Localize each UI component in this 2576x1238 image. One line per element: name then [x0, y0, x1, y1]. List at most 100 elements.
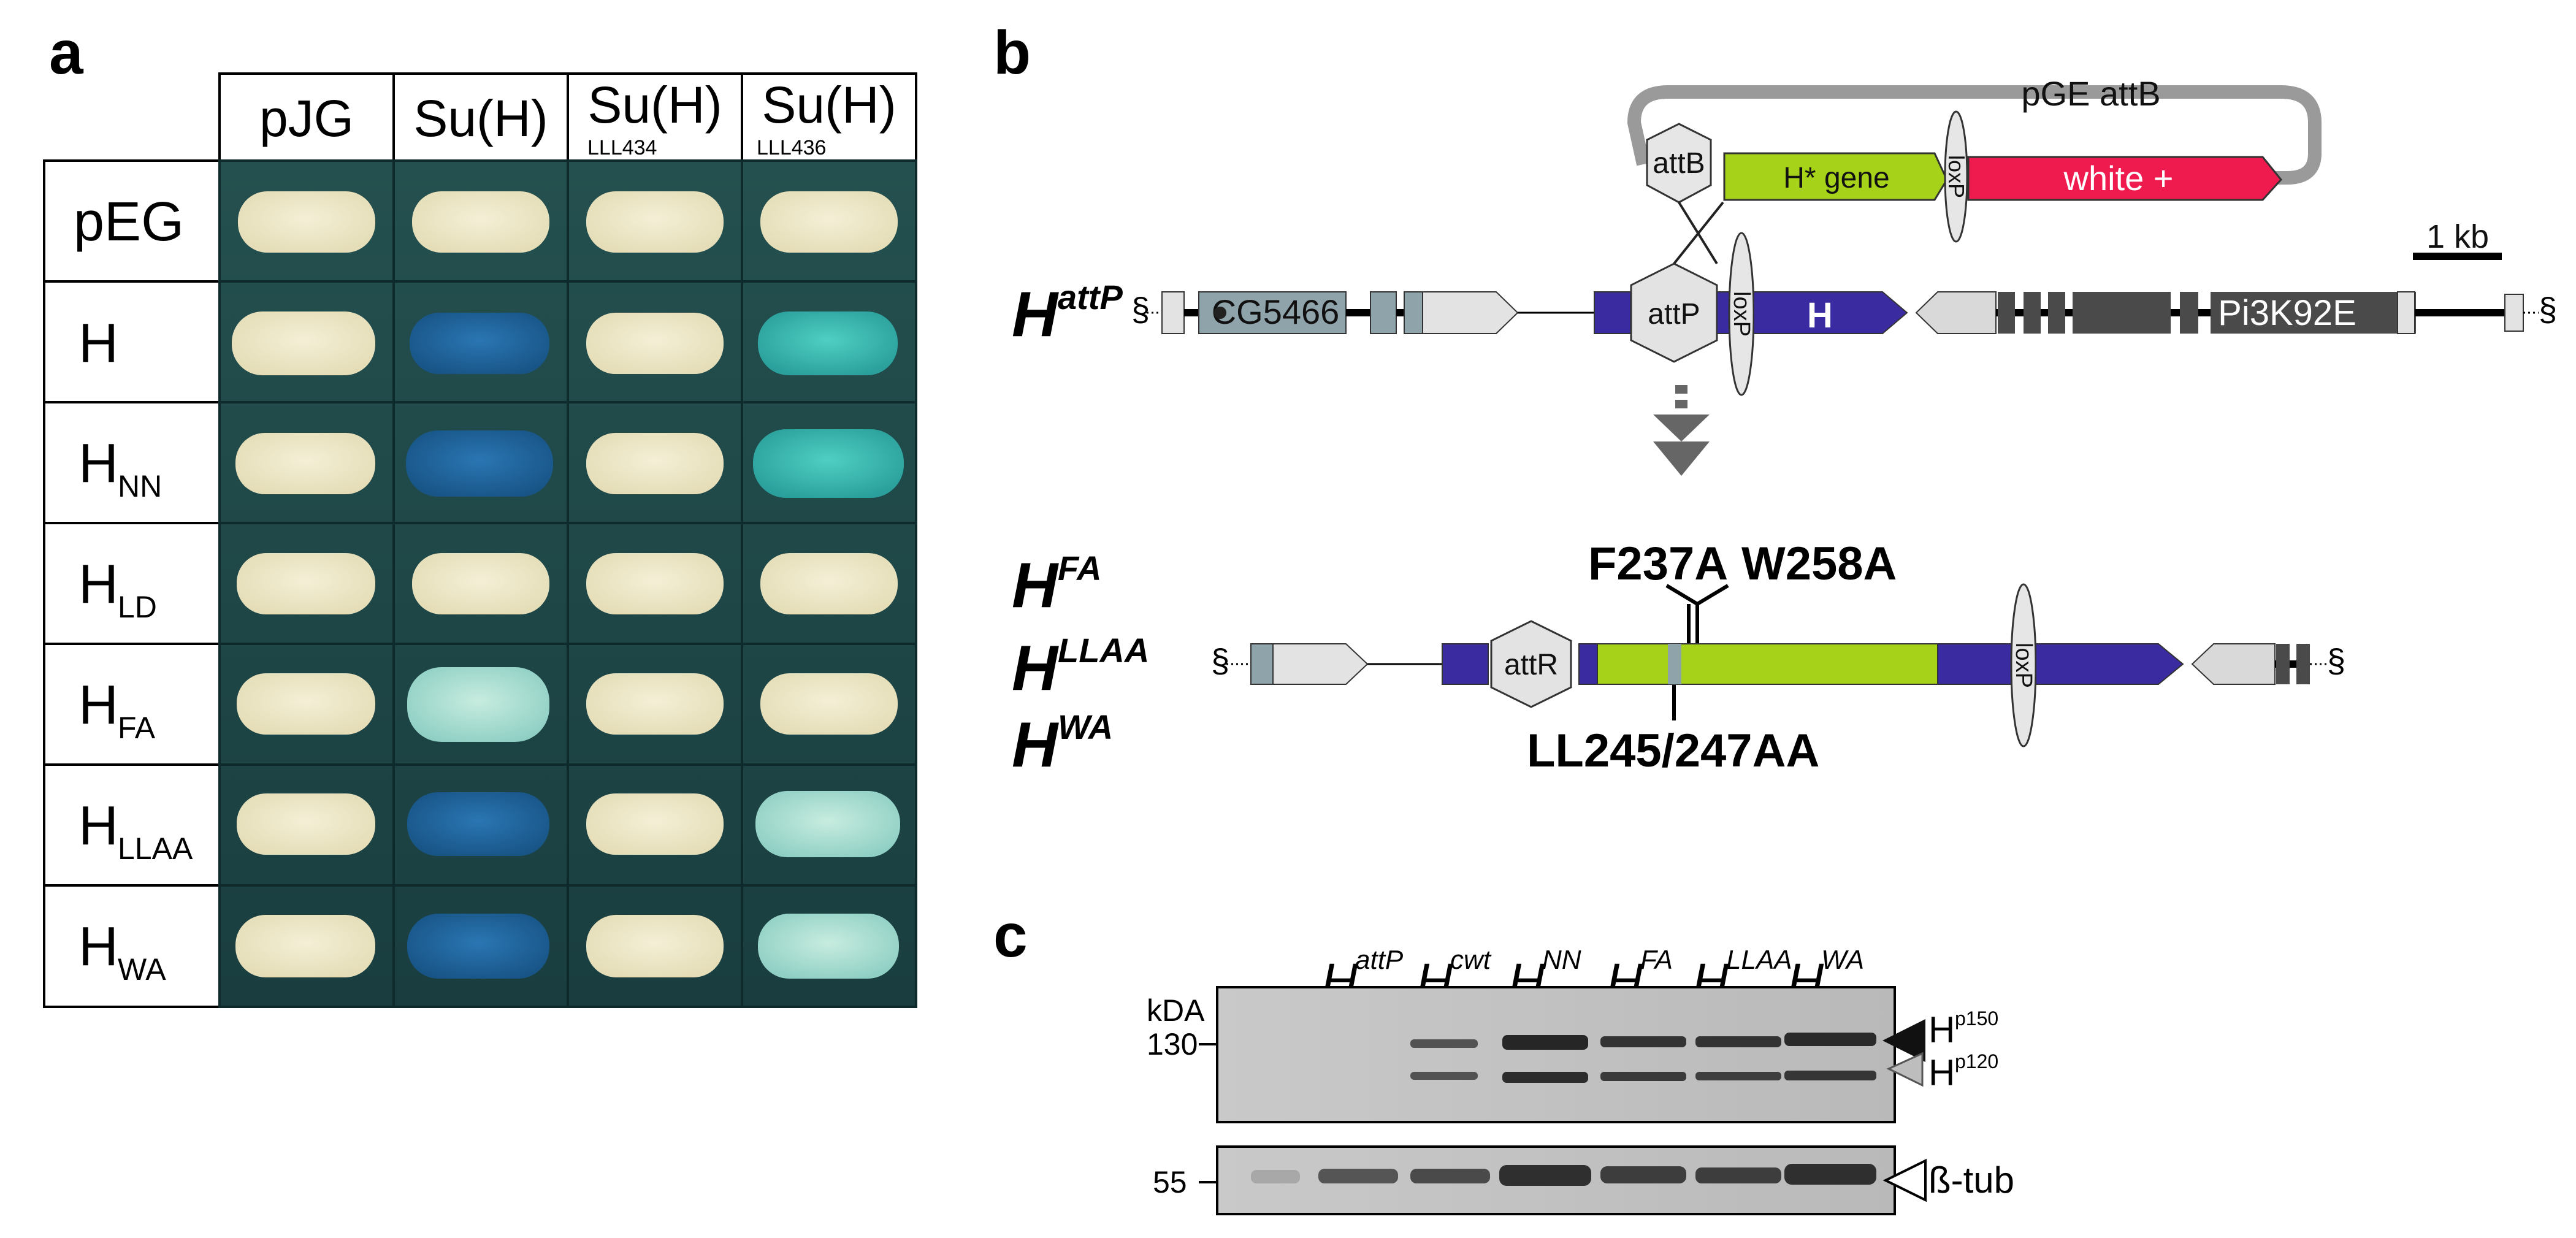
lane-hattp-sup: attP: [1355, 945, 1404, 975]
patch-hllaa-pjg: [237, 793, 375, 855]
row-label-h-fa: H: [78, 674, 118, 736]
loxp-genomic-label: loxP: [1729, 291, 1754, 337]
patch-hwa-lll436: [758, 914, 899, 979]
scale-label: 1 kb: [2426, 218, 2489, 255]
patch-hnn-suh: [406, 430, 553, 497]
allele-hwa: H: [1012, 709, 1059, 781]
row-label-h-llaa: H: [78, 795, 118, 857]
col-header-suh-lll436: Su(H): [762, 76, 896, 134]
svg-text:§: §: [2539, 291, 2557, 328]
h-attp-label: H: [1012, 279, 1059, 350]
svg-text:§: §: [2327, 643, 2345, 679]
attp-label: attP: [1648, 298, 1700, 331]
lane-hcwt-sup: cwt: [1450, 945, 1492, 975]
patch-hwa-pjg: [235, 915, 375, 977]
lane-hnn-sup: NN: [1542, 945, 1581, 975]
row-label-h: H: [78, 313, 118, 374]
row-label-h-nn: H: [78, 433, 118, 494]
h-gene: [1753, 291, 1908, 334]
loxp-top-label: loxP: [1944, 155, 1969, 198]
patch-h-lll436: [758, 311, 898, 375]
col-header-suh: Su(H): [413, 90, 548, 147]
conversion-arrow: [1653, 385, 1710, 476]
patch-hwa-lll434: [586, 915, 724, 977]
row-label-h-wa: H: [78, 916, 118, 977]
band-p120-label: H: [1928, 1052, 1955, 1093]
blot-upper-bands: [1410, 1033, 1876, 1083]
patch-h-pjg: [232, 311, 375, 375]
attb-label: attB: [1653, 147, 1705, 180]
plate-grid: [218, 159, 917, 1008]
panel-a-letter: a: [49, 18, 84, 87]
kda-label: kDA: [1147, 993, 1205, 1028]
panel-a: a pJG Su(H) Su(H) LLL434 Su(H) LLL436 pE…: [43, 18, 917, 1008]
arrow-tubulin: [1882, 1158, 1927, 1202]
allele-hwa-sup: WA: [1058, 708, 1113, 746]
row-headers: pEG H H NN H LD H FA H LLAA H WA: [43, 159, 221, 1008]
attr-site: [1490, 620, 1572, 708]
patch-peg-lll436: [760, 191, 898, 253]
patch-hld-pjg: [237, 553, 375, 614]
patch-peg-pjg: [238, 191, 375, 253]
mutation-f237a: F237A: [1588, 538, 1728, 590]
mutation-w258a: W258A: [1741, 538, 1897, 590]
panel-b-letter: b: [993, 18, 1031, 87]
patch-hfa-pjg: [237, 673, 375, 735]
row-label-peg: pEG: [74, 191, 184, 253]
white-plus-label: white +: [2063, 159, 2174, 197]
plasmid-label: pGE attB: [2021, 74, 2160, 113]
row-sub-ld: LD: [118, 590, 157, 624]
marker-55: 55: [1153, 1165, 1187, 1199]
allele-hfa-sup: FA: [1058, 549, 1102, 587]
row-sub-llaa: LLAA: [118, 831, 193, 866]
patch-hfa-suh: [407, 667, 549, 742]
h-attp-sup: attP: [1058, 278, 1123, 316]
row-sub-nn: NN: [118, 469, 162, 503]
col-header-pjg: pJG: [259, 90, 354, 147]
patch-peg-lll434: [586, 191, 724, 253]
allele-hllaa-sup: LLAA: [1058, 631, 1149, 670]
h-gene-label: H: [1807, 296, 1833, 335]
arrow-p120: [1886, 1052, 1924, 1087]
row-sub-fa: FA: [118, 711, 156, 745]
yeast-patches: [232, 191, 904, 979]
h-star-gene: [1723, 152, 1948, 201]
band-p150-label: H: [1928, 1009, 1955, 1050]
patch-hllaa-lll436: [755, 791, 900, 857]
attr-label: attR: [1504, 649, 1558, 681]
patch-hnn-lll434: [586, 433, 724, 494]
col-subheader-lll434: LLL434: [587, 136, 657, 159]
patch-hnn-lll436: [753, 429, 904, 498]
patch-hld-suh: [412, 553, 549, 614]
patch-h-suh: [410, 313, 549, 374]
column-headers: pJG Su(H) Su(H) LLL434 Su(H) LLL436: [218, 72, 917, 162]
cg5466-label: CG5466: [1212, 292, 1340, 331]
svg-text:§: §: [1131, 291, 1150, 328]
patch-hld-lll436: [760, 553, 898, 614]
genomic-locus-modified: § attR loxP §: [1211, 583, 2345, 747]
patch-hfa-lll436: [760, 673, 898, 735]
lane-hfa-sup: FA: [1640, 945, 1673, 975]
lane-hllaa-sup: LLAA: [1726, 945, 1792, 975]
panel-c: c H attP H cwt H NN H FA H LLAA H WA: [993, 901, 2014, 1215]
loxp-top: [1944, 110, 1968, 243]
col-subheader-lll436: LLL436: [757, 136, 826, 159]
row-sub-wa: WA: [118, 952, 166, 987]
plasmid-backbone: [1627, 85, 2322, 185]
loxp-modified-label: loxP: [2011, 643, 2036, 688]
marker-130: 130: [1147, 1027, 1198, 1061]
blot-upper: [1216, 986, 1896, 1123]
mutation-fork: [1665, 584, 1729, 656]
patch-hllaa-lll434: [586, 793, 724, 855]
lane-hwa-sup: WA: [1821, 945, 1864, 975]
patch-hwa-suh: [407, 914, 549, 979]
band-p120-sup: p120: [1955, 1050, 1998, 1072]
allele-hfa: H: [1012, 550, 1059, 621]
patch-hnn-pjg: [235, 433, 375, 494]
panel-c-letter: c: [993, 901, 1028, 970]
patch-peg-suh: [412, 191, 549, 253]
allele-hllaa: H: [1012, 633, 1059, 704]
blot-lower-bands: [1251, 1164, 1876, 1186]
h-star-gene-label: H* gene: [1783, 162, 1889, 194]
